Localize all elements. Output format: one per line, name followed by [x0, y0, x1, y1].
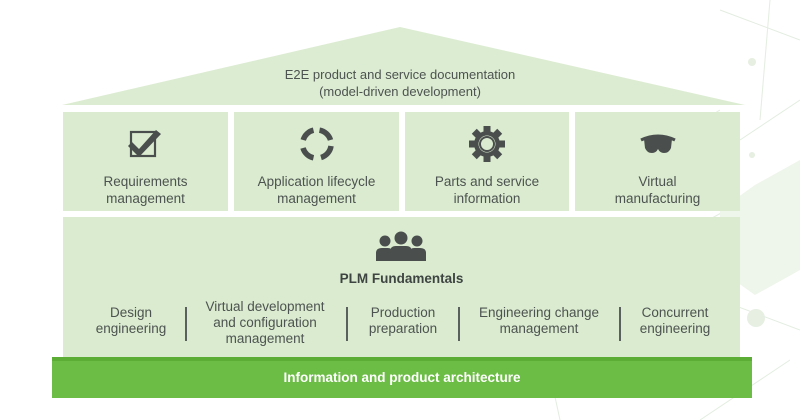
fundamental-line2: engineering [95, 321, 167, 336]
plm-fundamentals-panel: PLM Fundamentals Design engineering Virt… [63, 217, 740, 365]
roof-triangle [62, 27, 745, 105]
card-label-line1: Virtual [638, 174, 677, 189]
fundamental-line1: Virtual development [205, 299, 325, 314]
card-virtual-manufacturing: Virtual manufacturing [575, 112, 740, 211]
fundamental-line1: Design [109, 305, 153, 320]
card-label-line1: Requirements [103, 174, 188, 189]
base-bar-label: Information and product architecture [283, 370, 521, 385]
plm-title: PLM Fundamentals [339, 271, 464, 286]
card-label: Application lifecycle management [234, 174, 399, 207]
card-label-line2: management [277, 190, 356, 206]
fundamental-engineering-change-management: Engineering change management [465, 305, 613, 337]
fundamental-production-preparation: Production preparation [353, 305, 453, 337]
information-architecture-bar: Information and product architecture [52, 357, 752, 398]
separator [619, 307, 621, 341]
card-label: Parts and service information [405, 174, 569, 207]
people-group-icon [376, 231, 426, 261]
card-label-line1: Parts and service [434, 174, 540, 189]
card-label-line2: manufacturing [614, 190, 701, 206]
separator [185, 307, 187, 341]
roof-label-line1: E2E product and service documentation [284, 67, 516, 82]
fundamental-concurrent-engineering: Concurrent engineering [625, 305, 725, 337]
separator [458, 307, 460, 341]
fundamental-line1: Production [370, 305, 436, 320]
fundamental-line1: Concurrent [641, 305, 709, 320]
fundamental-design-engineering: Design engineering [81, 305, 181, 337]
card-label-line2: information [453, 190, 521, 206]
fundamental-line2: and configuration [213, 315, 317, 330]
vr-headset-icon [639, 134, 676, 153]
fundamental-line2: preparation [368, 321, 438, 336]
fundamental-line3: management [225, 331, 305, 346]
roof-label: E2E product and service documentation (m… [200, 66, 600, 100]
card-requirements-management: Requirements management [63, 112, 228, 211]
card-label-line1: Application lifecycle [257, 174, 376, 189]
fundamental-line1: Engineering change [478, 305, 600, 320]
checkbox-check-icon [127, 130, 161, 158]
card-label: Virtual manufacturing [575, 174, 740, 207]
card-label: Requirements management [63, 174, 228, 207]
lifecycle-circle-icon [299, 127, 334, 161]
gear-icon [469, 126, 505, 162]
roof-label-line2: (model-driven development) [319, 84, 481, 99]
fundamental-line2: engineering [639, 321, 711, 336]
card-application-lifecycle-management: Application lifecycle management [234, 112, 399, 211]
card-label-line2: management [106, 190, 185, 206]
fundamental-virtual-development: Virtual development and configuration ma… [191, 299, 339, 347]
separator [346, 307, 348, 341]
fundamental-line2: management [499, 321, 579, 336]
card-parts-and-service-information: Parts and service information [405, 112, 569, 211]
